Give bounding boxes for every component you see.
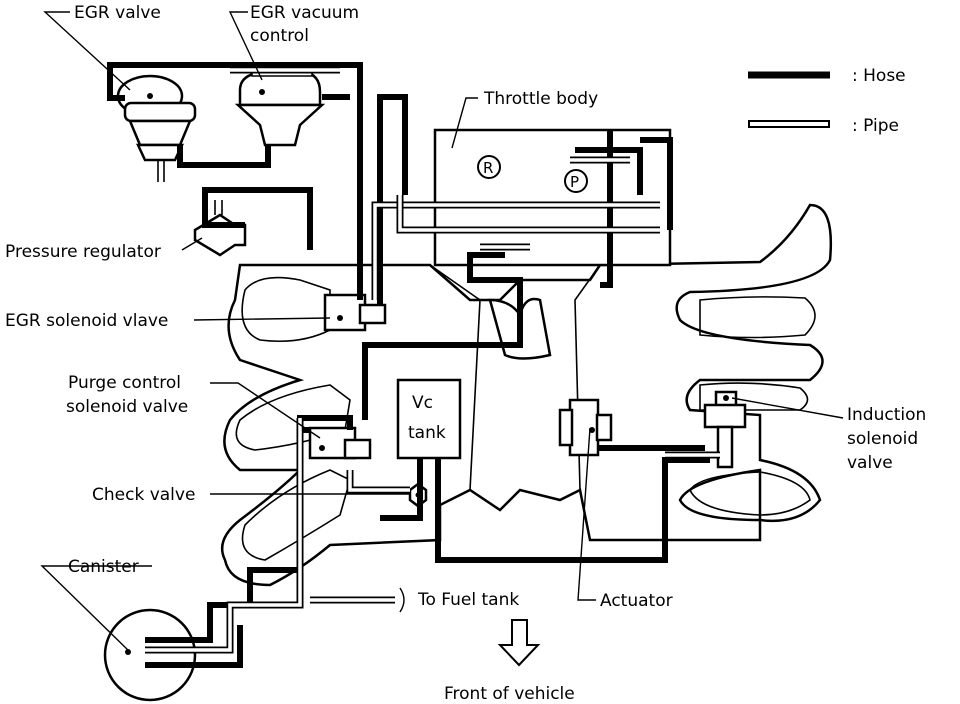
- label-egr-solenoid-valve: EGR solenoid vlave: [5, 311, 168, 331]
- vc-tank-label-2: tank: [408, 423, 446, 443]
- label-to-fuel-tank: To Fuel tank: [417, 590, 519, 610]
- fuel-tank-bracket: [399, 587, 405, 613]
- canister: [103, 608, 197, 702]
- label-egr-vacuum-control-1: EGR vacuum: [250, 3, 359, 23]
- leader-lines: [40, 11, 844, 653]
- label-purge-control-1: Purge control: [68, 373, 181, 393]
- label-pressure-regulator: Pressure regulator: [5, 242, 161, 262]
- actuator: [558, 398, 613, 457]
- vc-tank: Vc tank: [396, 378, 462, 460]
- label-purge-control-2: solenoid valve: [66, 397, 188, 417]
- induction-solenoid-valve: [703, 390, 747, 469]
- port-p-label: P: [570, 173, 579, 191]
- legend-pipe-label: : Pipe: [852, 116, 899, 136]
- egr-solenoid-valve: [323, 293, 387, 332]
- legend-hose-label: : Hose: [852, 66, 906, 86]
- label-canister: Canister: [68, 557, 139, 577]
- pipes: [145, 66, 720, 654]
- label-check-valve: Check valve: [92, 485, 195, 505]
- egr-vacuum-control: [234, 65, 326, 147]
- port-r-icon: [477, 155, 501, 179]
- port-p-icon: [564, 169, 588, 193]
- label-egr-valve: EGR valve: [74, 3, 161, 23]
- hoses: [107, 62, 710, 668]
- vc-tank-label-1: Vc: [412, 393, 433, 413]
- label-front-of-vehicle: Front of vehicle: [444, 684, 575, 704]
- label-induction-1: Induction: [847, 405, 926, 425]
- port-r-label: R: [483, 159, 493, 177]
- label-actuator: Actuator: [600, 591, 673, 611]
- label-induction-3: valve: [847, 453, 893, 473]
- label-egr-vacuum-control-2: control: [250, 26, 309, 46]
- legend: : Hose : Pipe: [748, 66, 906, 136]
- front-arrow-icon: [497, 619, 541, 667]
- label-throttle-body: Throttle body: [483, 89, 598, 109]
- purge-control-solenoid-valve: [308, 426, 372, 460]
- label-induction-2: solenoid: [847, 429, 918, 449]
